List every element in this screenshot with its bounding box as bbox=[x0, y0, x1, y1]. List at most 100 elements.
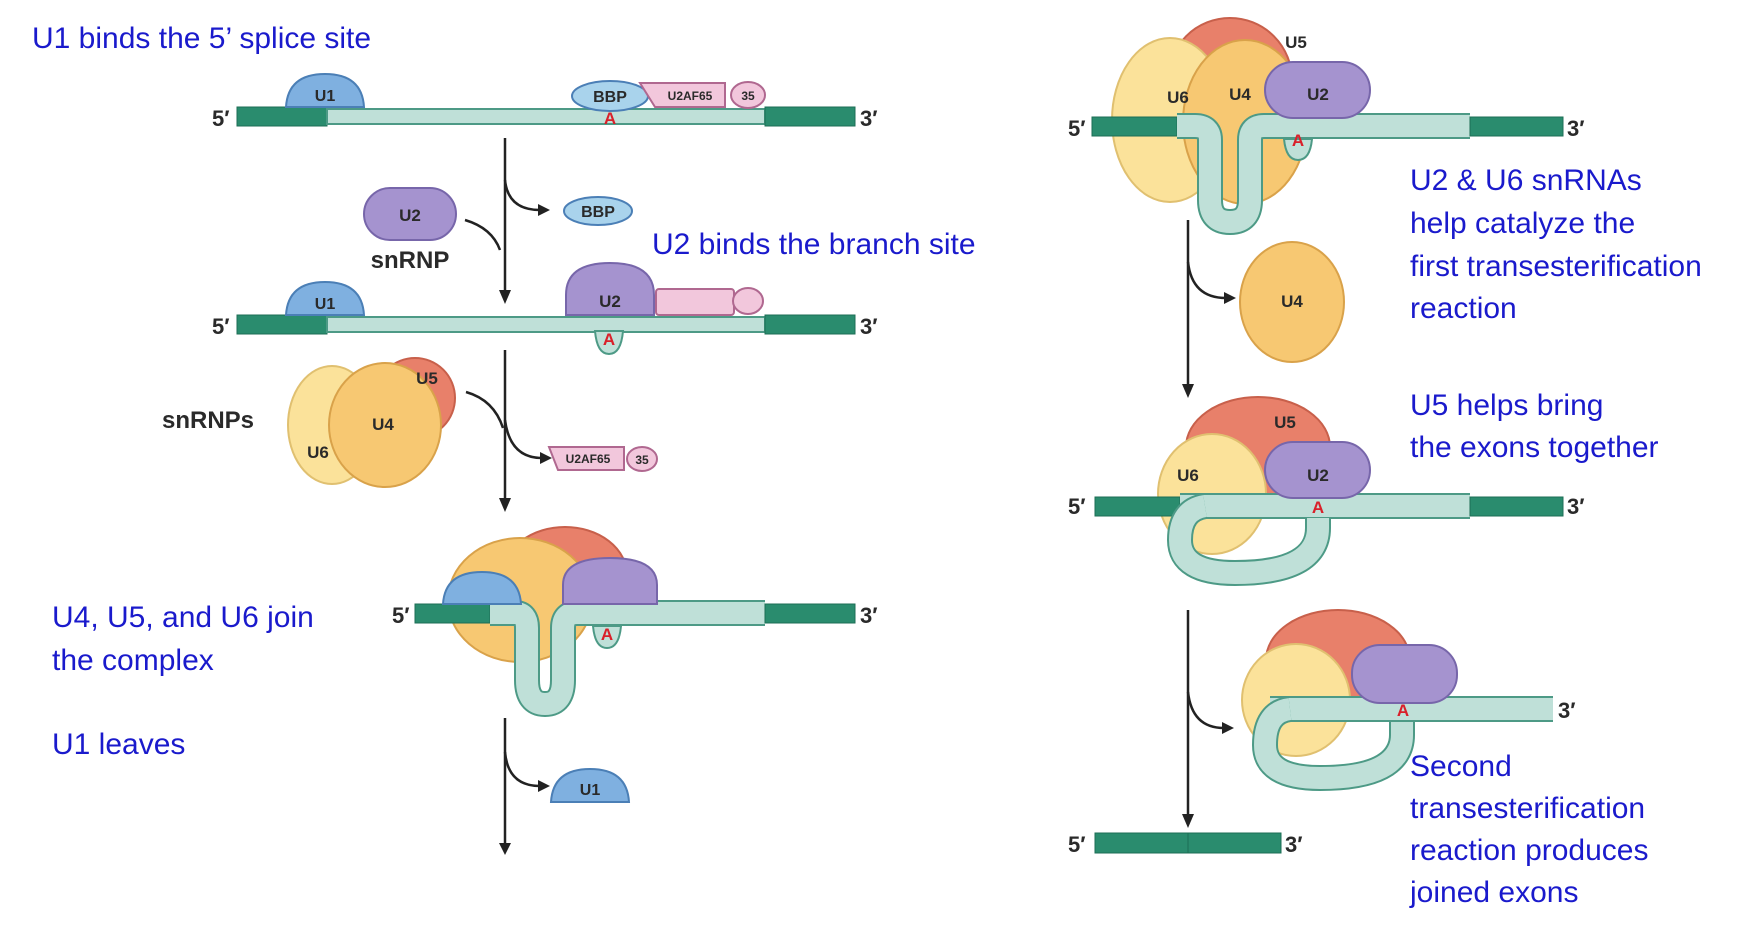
u2-snrnp bbox=[1351, 644, 1458, 704]
u6-label: U6 bbox=[1177, 466, 1199, 485]
u2-snrnp-free bbox=[363, 187, 457, 241]
caption-catalyze-line4: reaction bbox=[1410, 292, 1517, 325]
five-prime-label: 5′ bbox=[1068, 832, 1086, 857]
caption-second-line2: transesterification bbox=[1410, 792, 1645, 825]
release-curve bbox=[503, 751, 541, 788]
exon1 bbox=[1094, 832, 1189, 854]
u2af35-ghost bbox=[732, 287, 764, 315]
release-curve bbox=[1186, 261, 1227, 300]
u4-label: U4 bbox=[372, 415, 394, 434]
branch-a-label: A bbox=[1397, 701, 1409, 720]
bbp-label: BBP bbox=[593, 89, 627, 106]
u4-label: U4 bbox=[1229, 85, 1251, 104]
exon1 bbox=[236, 106, 328, 127]
release-curve bbox=[1186, 691, 1225, 730]
arrow-head bbox=[499, 290, 511, 304]
released-u2af65 bbox=[547, 446, 625, 471]
branch-a-label: A bbox=[1292, 131, 1304, 150]
u1-snrnp bbox=[284, 280, 366, 316]
three-prime-label: 3′ bbox=[1285, 832, 1303, 857]
intron bbox=[326, 316, 766, 333]
u2af65-protein bbox=[638, 82, 726, 108]
caption-join-line1: U4, U5, and U6 join bbox=[52, 601, 314, 634]
exon2 bbox=[1469, 116, 1564, 137]
snrnps-label: snRNPs bbox=[162, 407, 254, 434]
caption-u1-leaves: U1 leaves bbox=[52, 728, 185, 761]
u2af-ghost bbox=[655, 288, 735, 316]
exon1 bbox=[1091, 116, 1178, 137]
released-u2af35 bbox=[626, 446, 658, 472]
released-u4 bbox=[1239, 241, 1345, 363]
pre-mrna-row3: 5′ 3′ A bbox=[392, 526, 878, 718]
release-arrow-head bbox=[540, 452, 552, 464]
pre-mrna-row2: 5′ 3′ U1 U2 A bbox=[212, 261, 878, 356]
caption-u2-binds: U2 binds the branch site bbox=[652, 228, 976, 261]
caption-second-line4: joined exons bbox=[1409, 876, 1578, 909]
caption-join-line2: the complex bbox=[52, 644, 214, 677]
released-u4-label: U4 bbox=[1281, 292, 1303, 311]
release-arrow-head bbox=[538, 780, 550, 792]
caption-catalyze-line1: U2 & U6 snRNAs bbox=[1410, 164, 1642, 197]
release-arrow-head bbox=[1222, 722, 1234, 734]
five-prime-label: 5′ bbox=[392, 603, 410, 628]
snrnp-label: snRNP bbox=[371, 247, 450, 274]
joined-exons: 5′ 3′ bbox=[1068, 832, 1303, 857]
caption-catalyze-line2: help catalyze the bbox=[1410, 207, 1635, 240]
pre-mrna-row1: 5′ 3′ U1 BBP U2AF65 35 A bbox=[212, 72, 878, 131]
arrow-head bbox=[499, 498, 511, 512]
five-prime-label: 5′ bbox=[212, 314, 230, 339]
branch-bulge bbox=[1282, 138, 1314, 162]
release-arrow-head bbox=[1224, 292, 1236, 304]
exon2 bbox=[764, 314, 856, 335]
release-curve bbox=[503, 419, 543, 460]
caption-second-line1: Second bbox=[1410, 750, 1512, 783]
caption-u1-binds: U1 binds the 5’ splice site bbox=[32, 22, 371, 55]
branch-bulge bbox=[593, 330, 625, 356]
spliceosome-step2: 5′ 3′ U5 U6 U2 A bbox=[1068, 396, 1585, 587]
exon2 bbox=[764, 603, 856, 624]
three-prime-label: 3′ bbox=[1558, 698, 1576, 723]
released-u2af65-label: U2AF65 bbox=[566, 452, 611, 466]
u2af65-label: U2AF65 bbox=[668, 89, 713, 103]
intron-loop-fill bbox=[490, 602, 765, 716]
branch-a-label: A bbox=[601, 625, 613, 644]
u2-free-label: U2 bbox=[399, 206, 421, 225]
u2-label: U2 bbox=[1307, 85, 1329, 104]
u6-label: U6 bbox=[1167, 88, 1189, 107]
release-arrow-head bbox=[538, 204, 550, 216]
step-arrow-1 bbox=[464, 138, 550, 304]
u1-snrnp bbox=[284, 72, 366, 108]
released-bbp bbox=[563, 196, 633, 226]
branch-a-label: A bbox=[603, 330, 615, 349]
u1-snrnp bbox=[441, 570, 523, 605]
u2-label: U2 bbox=[1307, 466, 1329, 485]
branch-a-label: A bbox=[604, 109, 616, 128]
u2af35-protein bbox=[730, 81, 766, 109]
released-u1 bbox=[549, 767, 631, 803]
branch-a-label: A bbox=[1312, 498, 1324, 517]
caption-catalyze-line3: first transesterification bbox=[1410, 250, 1702, 283]
intron-loop-fill bbox=[1177, 115, 1470, 234]
released-u2af35-label: 35 bbox=[635, 453, 649, 467]
exon1 bbox=[236, 314, 328, 335]
caption-u5-line1: U5 helps bring bbox=[1410, 389, 1603, 422]
exon1 bbox=[414, 603, 491, 624]
five-prime-label: 5′ bbox=[1068, 494, 1086, 519]
u1-label: U1 bbox=[315, 296, 336, 313]
arrow-head bbox=[499, 843, 511, 855]
caption-second-line3: reaction produces bbox=[1410, 834, 1648, 867]
lariat-loop-fill bbox=[1253, 698, 1413, 790]
step-arrow-5 bbox=[1182, 610, 1234, 828]
release-curve bbox=[503, 179, 541, 212]
three-prime-label: 3′ bbox=[1567, 116, 1585, 141]
exon2 bbox=[764, 106, 856, 127]
three-prime-label: 3′ bbox=[1567, 494, 1585, 519]
u2-snrnp bbox=[1264, 441, 1371, 499]
u5-label: U5 bbox=[1285, 33, 1307, 52]
exon2 bbox=[1469, 496, 1564, 517]
three-prime-label: 3′ bbox=[860, 603, 878, 628]
exon2 bbox=[1187, 832, 1282, 854]
lariat-complex: 3′ A bbox=[1241, 609, 1576, 792]
intron bbox=[326, 108, 766, 125]
